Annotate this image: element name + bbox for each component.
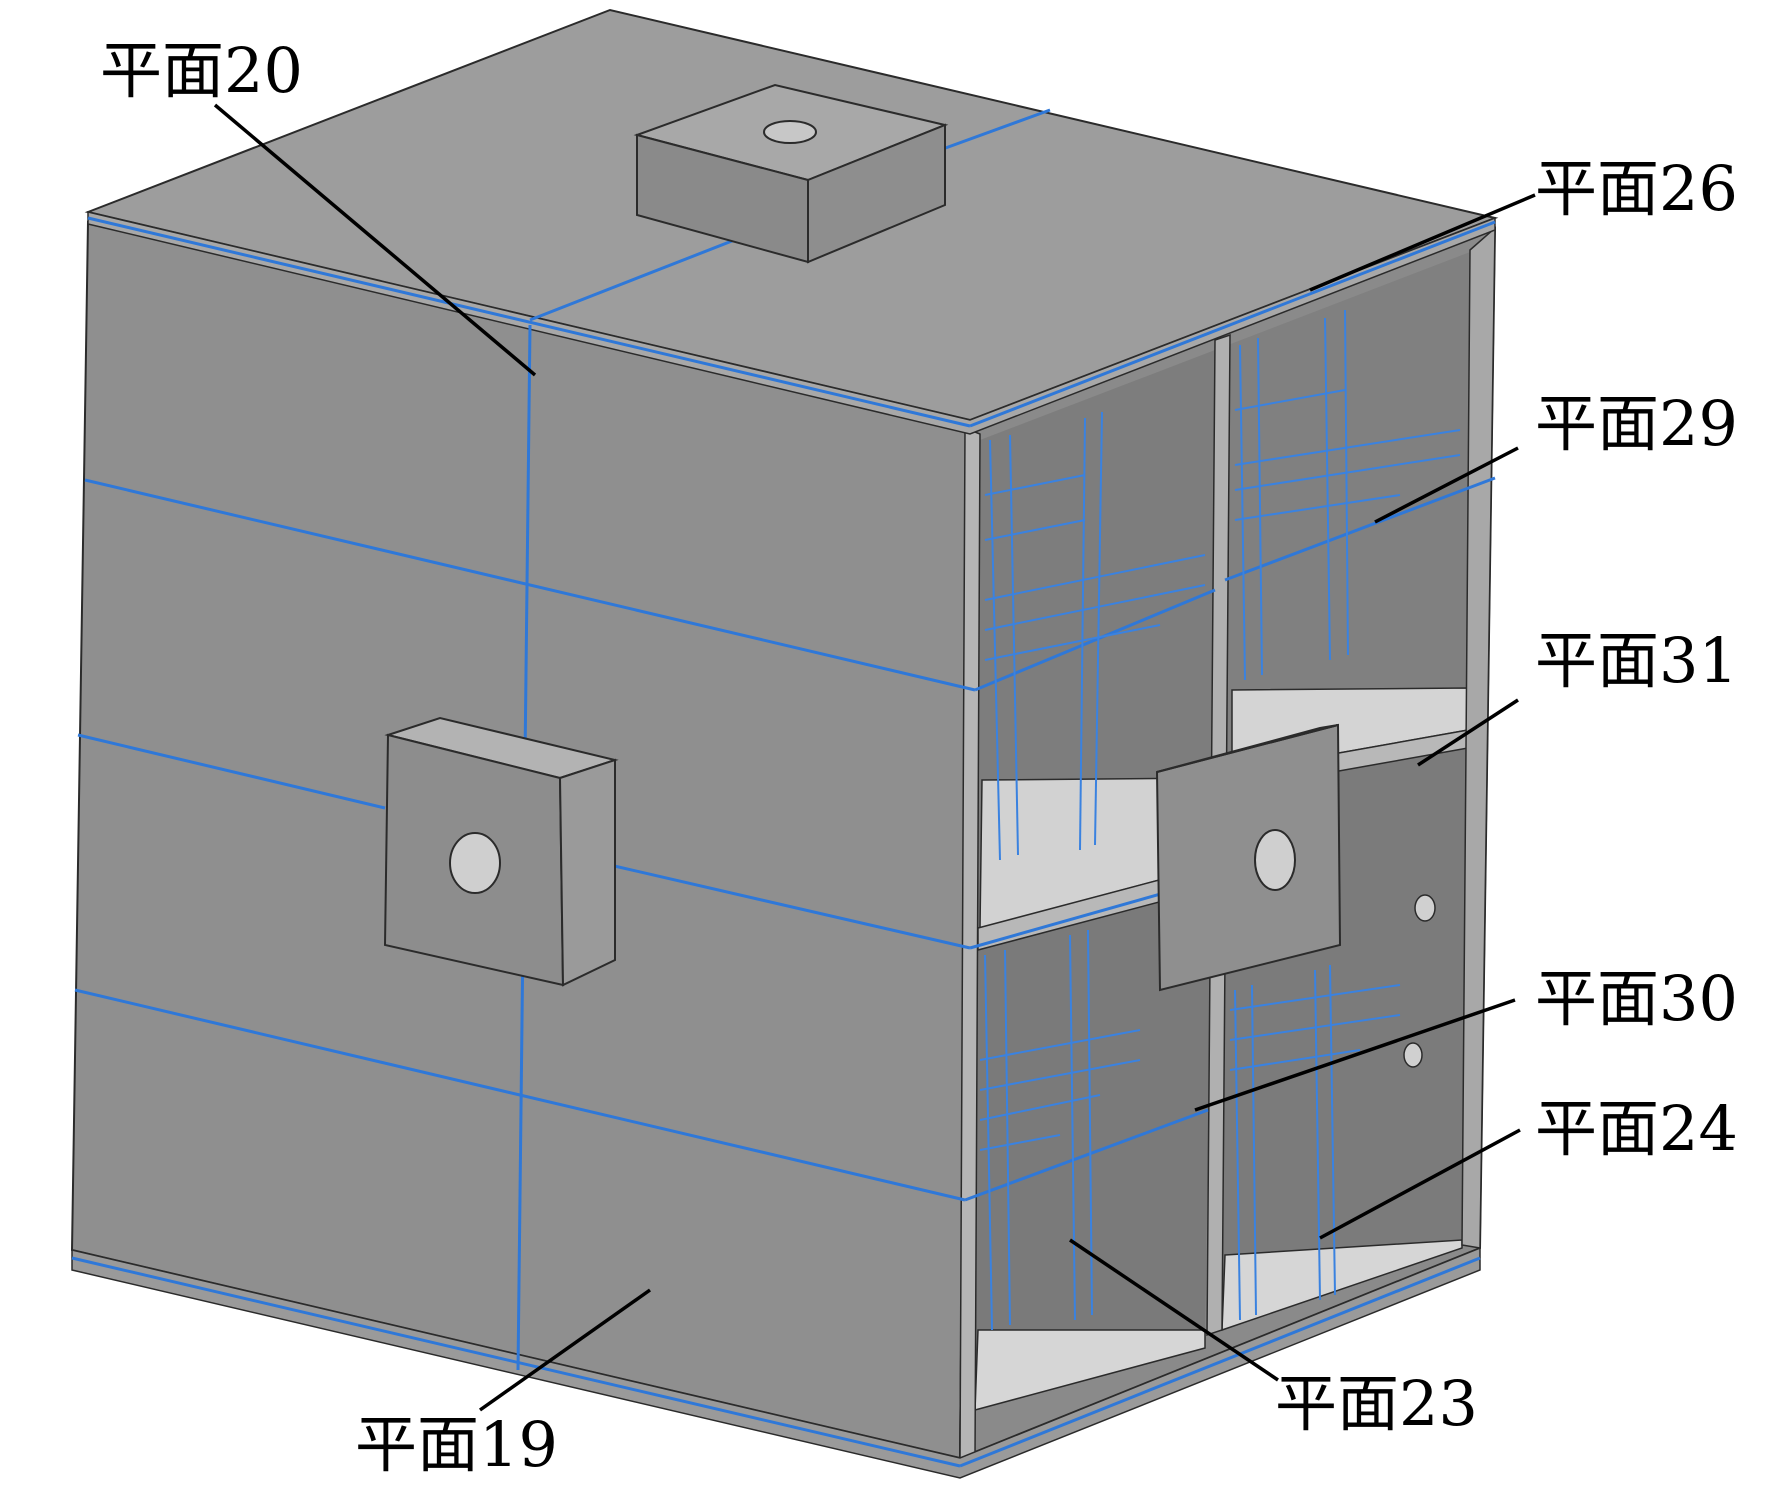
front-boss-hole [449,832,501,894]
label-plane-23: 平面23 [1275,1367,1478,1440]
leader-p19 [478,1288,652,1412]
small-hole-2 [1403,1042,1423,1068]
side-boss-top [1156,724,1339,773]
bottom-plate [71,1246,1481,1479]
label-plane-30: 平面30 [1535,962,1738,1035]
small-hole-1 [1414,894,1436,922]
leader-p30 [1194,998,1516,1112]
leader-p23 [1069,1238,1279,1382]
label-plane-29: 平面29 [1535,387,1738,460]
leader-lines [213,103,1536,1412]
side-boss-hole [1254,829,1296,891]
leader-p26 [1309,193,1536,292]
label-plane-20: 平面20 [100,34,303,107]
label-plane-24: 平面24 [1535,1092,1738,1165]
leader-p31 [1417,698,1519,767]
sketch-lines [71,108,1496,1468]
leader-p29 [1374,446,1519,524]
top-plate-edge [87,211,1496,435]
interior-wireframe [979,309,1461,1331]
top-boss-side [807,123,946,264]
label-plane-26: 平面26 [1535,152,1738,225]
label-plane-19: 平面19 [355,1408,558,1481]
leader-p20 [213,103,537,377]
leader-p24 [1319,1128,1521,1240]
bay-lower-left-wall [975,888,1212,1410]
front-boss-side [558,758,616,987]
floor-lower-right [1221,1239,1463,1332]
top-boss-hole [763,120,817,144]
label-plane-31: 平面31 [1535,624,1738,697]
